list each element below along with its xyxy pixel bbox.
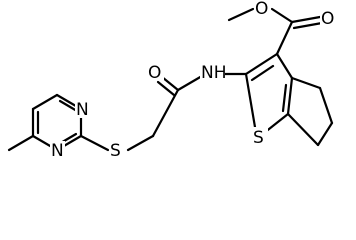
bond-ring-double-c6-n1	[58, 99, 79, 113]
bond-thio-s-c2	[244, 72, 258, 135]
atom-labels: O O O NH S S N N	[50, 0, 337, 161]
label-bg-amide-n	[200, 62, 225, 80]
bond-ring-c5-c6	[31, 93, 59, 111]
bond-cp-c5-c6	[316, 121, 334, 147]
bond-ester-o-methyl	[227, 7, 255, 22]
bond-ester-c-o-2	[292, 21, 324, 30]
bond-cp-c3a-c4	[290, 76, 322, 90]
bond-ester-c3-c	[275, 20, 294, 56]
bond-amide-c-o-2	[156, 80, 176, 97]
bond-ester-c-o-single	[270, 7, 294, 24]
bond-thio-c3a-c6a	[286, 76, 294, 116]
bond-thio-c2-c3	[244, 52, 279, 76]
atom-label-amide-n: NH	[201, 63, 227, 83]
bond-thio-double-c2-c3	[250, 64, 275, 82]
atom-label-thiophene-s: S	[253, 128, 264, 148]
bond-c2-s	[79, 134, 110, 152]
label-bg-pyrimidine-n1	[75, 100, 89, 118]
bond-cp-c4-c5	[318, 86, 334, 125]
molecule-structure: O O O NH S S N N	[7, 0, 337, 161]
bond-amide-c-n	[176, 74, 204, 92]
atom-label-ester-o-carbonyl: O	[321, 9, 334, 29]
bond-methyl-ring	[7, 134, 35, 152]
bond-ester-c-o-1	[290, 15, 322, 24]
label-bg-thiophene-s	[252, 127, 268, 146]
bond-ch2-carbonyl	[151, 88, 180, 138]
bond-cp-c6-c6a	[286, 112, 320, 147]
label-bg-ester-o-carbonyl	[320, 8, 337, 26]
label-bg-thioether-s	[109, 140, 126, 159]
atom-label-ester-o-single: O	[255, 0, 268, 19]
atom-label-pyrimidine-n3: N	[51, 141, 64, 161]
bond-thio-c3-c3a	[275, 52, 294, 80]
label-bg-ester-o-single	[254, 0, 271, 17]
atom-label-thioether-s: S	[110, 141, 121, 161]
bond-amide-c-o-1	[160, 75, 180, 92]
bond-s-ch2	[126, 134, 155, 152]
bond-thio-double-c3a-c6a	[281, 83, 288, 113]
atom-label-pyrimidine-n1: N	[76, 100, 89, 120]
atom-label-amide-o: O	[148, 63, 161, 83]
label-bg-pyrimidine-n3	[50, 141, 65, 159]
bond-lines	[7, 7, 334, 152]
label-bg-amide-o	[147, 62, 164, 80]
